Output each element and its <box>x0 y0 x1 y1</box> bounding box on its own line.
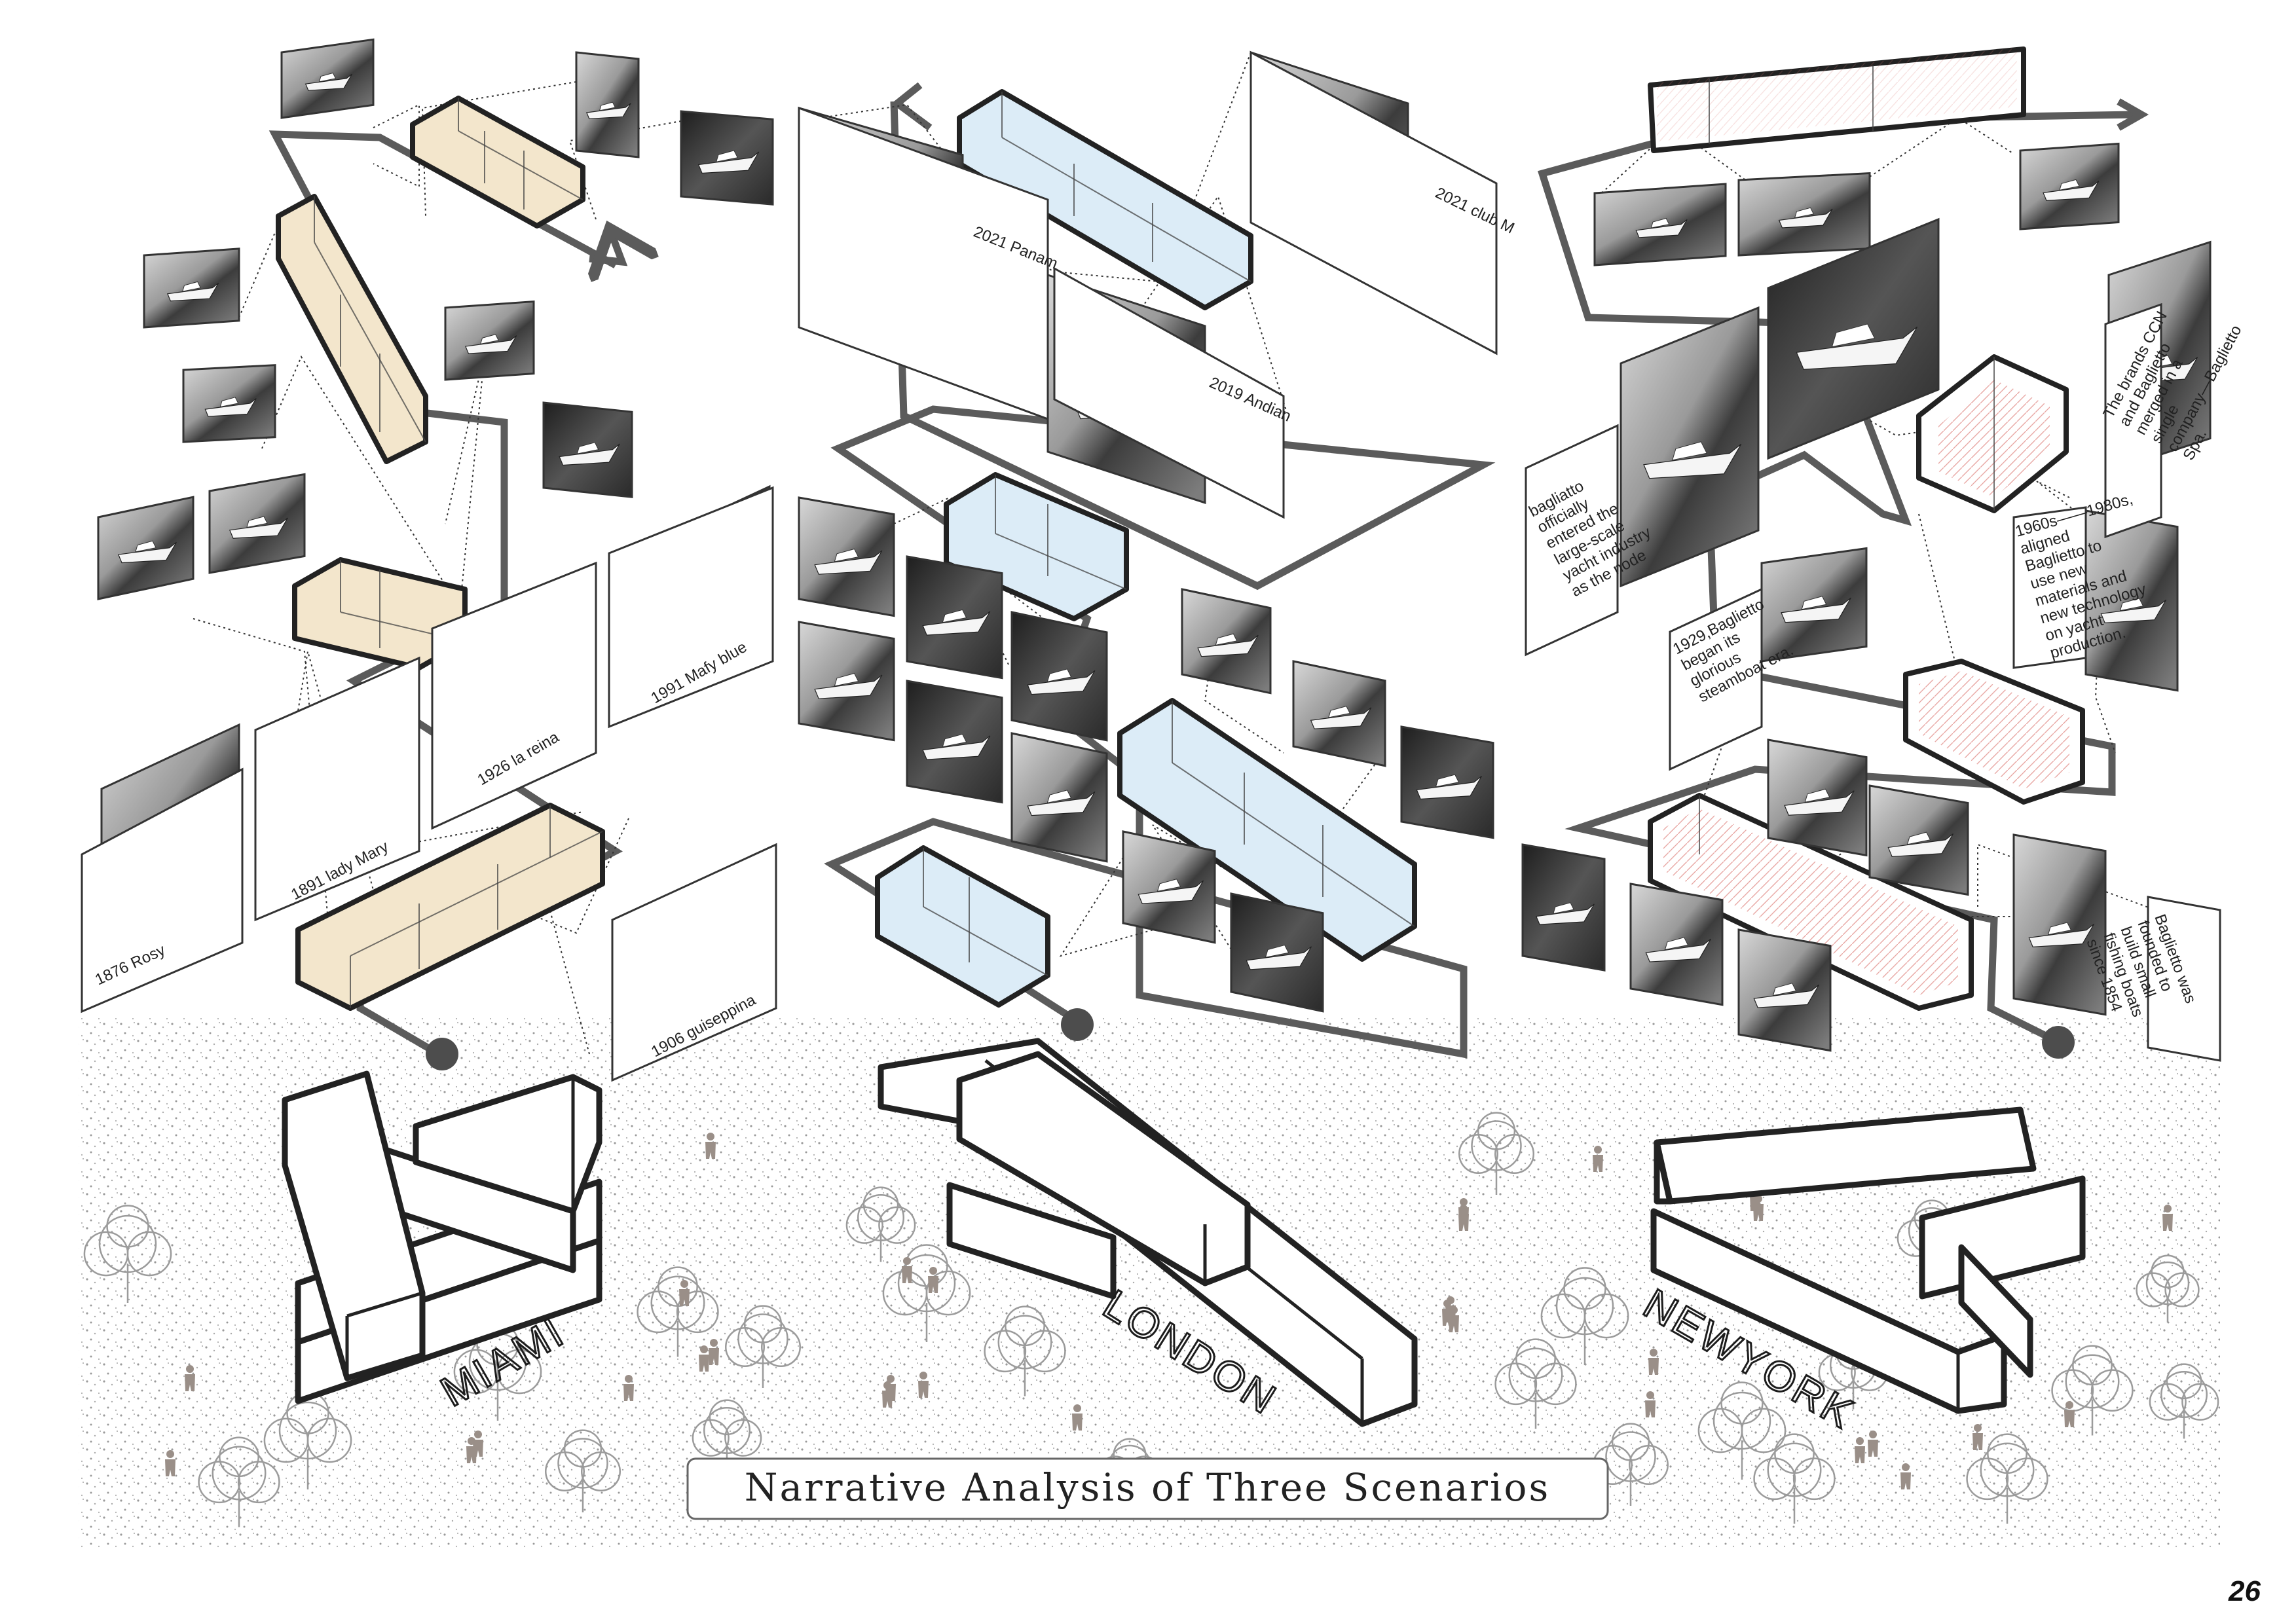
archival-photo <box>2019 142 2120 230</box>
person-figure <box>709 1339 719 1365</box>
archival-photo <box>1122 830 1216 944</box>
archival-photo <box>280 38 375 119</box>
person-figure <box>1868 1431 1878 1457</box>
london-route-start-marker <box>1061 1008 1094 1041</box>
archival-photo <box>906 680 1003 804</box>
archival-photo <box>1521 843 1606 972</box>
tree <box>637 1266 719 1357</box>
tree <box>1753 1433 1836 1524</box>
archival-photo <box>97 496 194 600</box>
london-program-box-long <box>1117 698 1417 962</box>
person-figure <box>885 1375 896 1401</box>
page-number: 26 <box>2228 1575 2261 1607</box>
person-figure <box>1593 1146 1603 1172</box>
person-figure <box>1645 1391 1656 1417</box>
newyork-program-box-upper <box>1916 354 2069 513</box>
archival-photo <box>1737 172 1871 257</box>
title-box: Narrative Analysis of Three Scenarios <box>686 1457 1609 1520</box>
person-figure <box>1855 1437 1865 1463</box>
tree <box>1458 1112 1534 1195</box>
archival-photo <box>1629 883 1724 1006</box>
london-massing <box>878 1038 1418 1427</box>
miami-route-start-marker <box>426 1038 458 1070</box>
tree <box>2149 1363 2219 1439</box>
person-figure <box>928 1267 938 1293</box>
newyork-route-start-marker <box>2042 1026 2075 1059</box>
archival-photo <box>575 51 640 158</box>
archival-photo <box>798 621 895 742</box>
archival-photo <box>1400 725 1494 839</box>
archival-photo <box>1767 739 1868 857</box>
archival-photo <box>1760 547 1868 663</box>
person-figure <box>679 1280 690 1306</box>
miami-program-box-vertical <box>276 194 428 464</box>
tree <box>725 1305 801 1388</box>
newyork-massing <box>1650 1106 2086 1414</box>
archival-photo <box>1010 611 1108 742</box>
person-figure <box>1900 1463 1911 1489</box>
archival-photo <box>798 496 895 617</box>
miami-program-box-low <box>295 803 605 1011</box>
person-figure <box>2064 1401 2075 1427</box>
archival-photo <box>143 247 240 329</box>
archival-photo <box>906 555 1003 680</box>
archival-photo <box>542 401 633 498</box>
tree <box>882 1244 971 1342</box>
newyork-program-box-mid <box>1903 659 2085 805</box>
person-figure <box>165 1450 176 1476</box>
archival-photo <box>1620 306 1760 588</box>
person-figure <box>473 1431 483 1457</box>
page-title: Narrative Analysis of Three Scenarios <box>745 1465 1551 1510</box>
tree <box>1593 1423 1669 1506</box>
archival-photo <box>444 300 535 381</box>
archival-photo <box>1010 732 1108 863</box>
person-figure <box>902 1257 912 1283</box>
tree <box>1966 1433 2048 1524</box>
person-figure <box>699 1345 709 1372</box>
person-figure <box>1449 1306 1459 1332</box>
tree <box>1540 1267 1629 1365</box>
london-caption-panels: 2021 Panam 2019 Andian 2021 club M <box>798 50 1517 519</box>
tree <box>1697 1381 1787 1480</box>
person-figure <box>705 1133 716 1159</box>
person-figure <box>918 1372 929 1398</box>
tree <box>984 1305 1066 1396</box>
tree <box>198 1436 280 1527</box>
person-figure <box>2162 1205 2173 1231</box>
person-figure <box>185 1365 195 1391</box>
tree <box>1494 1338 1577 1429</box>
newyork-program-box-top <box>1648 46 2026 153</box>
archival-photo <box>1181 588 1272 695</box>
tree <box>263 1391 352 1489</box>
archival-photo <box>182 364 276 443</box>
tree <box>83 1205 172 1303</box>
archival-photo <box>680 110 774 206</box>
person-figure <box>623 1375 634 1401</box>
person-figure <box>1072 1404 1083 1431</box>
person-figure <box>1972 1424 1983 1450</box>
miami-massing <box>282 1070 602 1404</box>
archival-photo <box>1230 892 1324 1013</box>
archival-photo <box>1593 183 1727 266</box>
tree <box>845 1186 916 1262</box>
archival-photo <box>1868 784 1969 896</box>
person-figure <box>1648 1349 1659 1375</box>
miami-program-box-top <box>410 96 585 228</box>
person-figure <box>1458 1198 1469 1224</box>
archival-photo <box>1767 217 1940 460</box>
archival-photo <box>208 473 306 574</box>
tree <box>545 1429 621 1512</box>
archival-photo <box>1737 928 1832 1052</box>
london-program-box-low <box>875 845 1050 1008</box>
archival-photo <box>1292 660 1386 767</box>
archival-photo <box>2012 833 2107 1016</box>
tree <box>2051 1345 2134 1436</box>
tree <box>2136 1254 2200 1322</box>
newyork-program-box-low <box>1648 793 1974 1011</box>
miami-caption-panels: 1876 Rosy 1891 lady Mary 1926 la reina 1… <box>81 486 777 1082</box>
